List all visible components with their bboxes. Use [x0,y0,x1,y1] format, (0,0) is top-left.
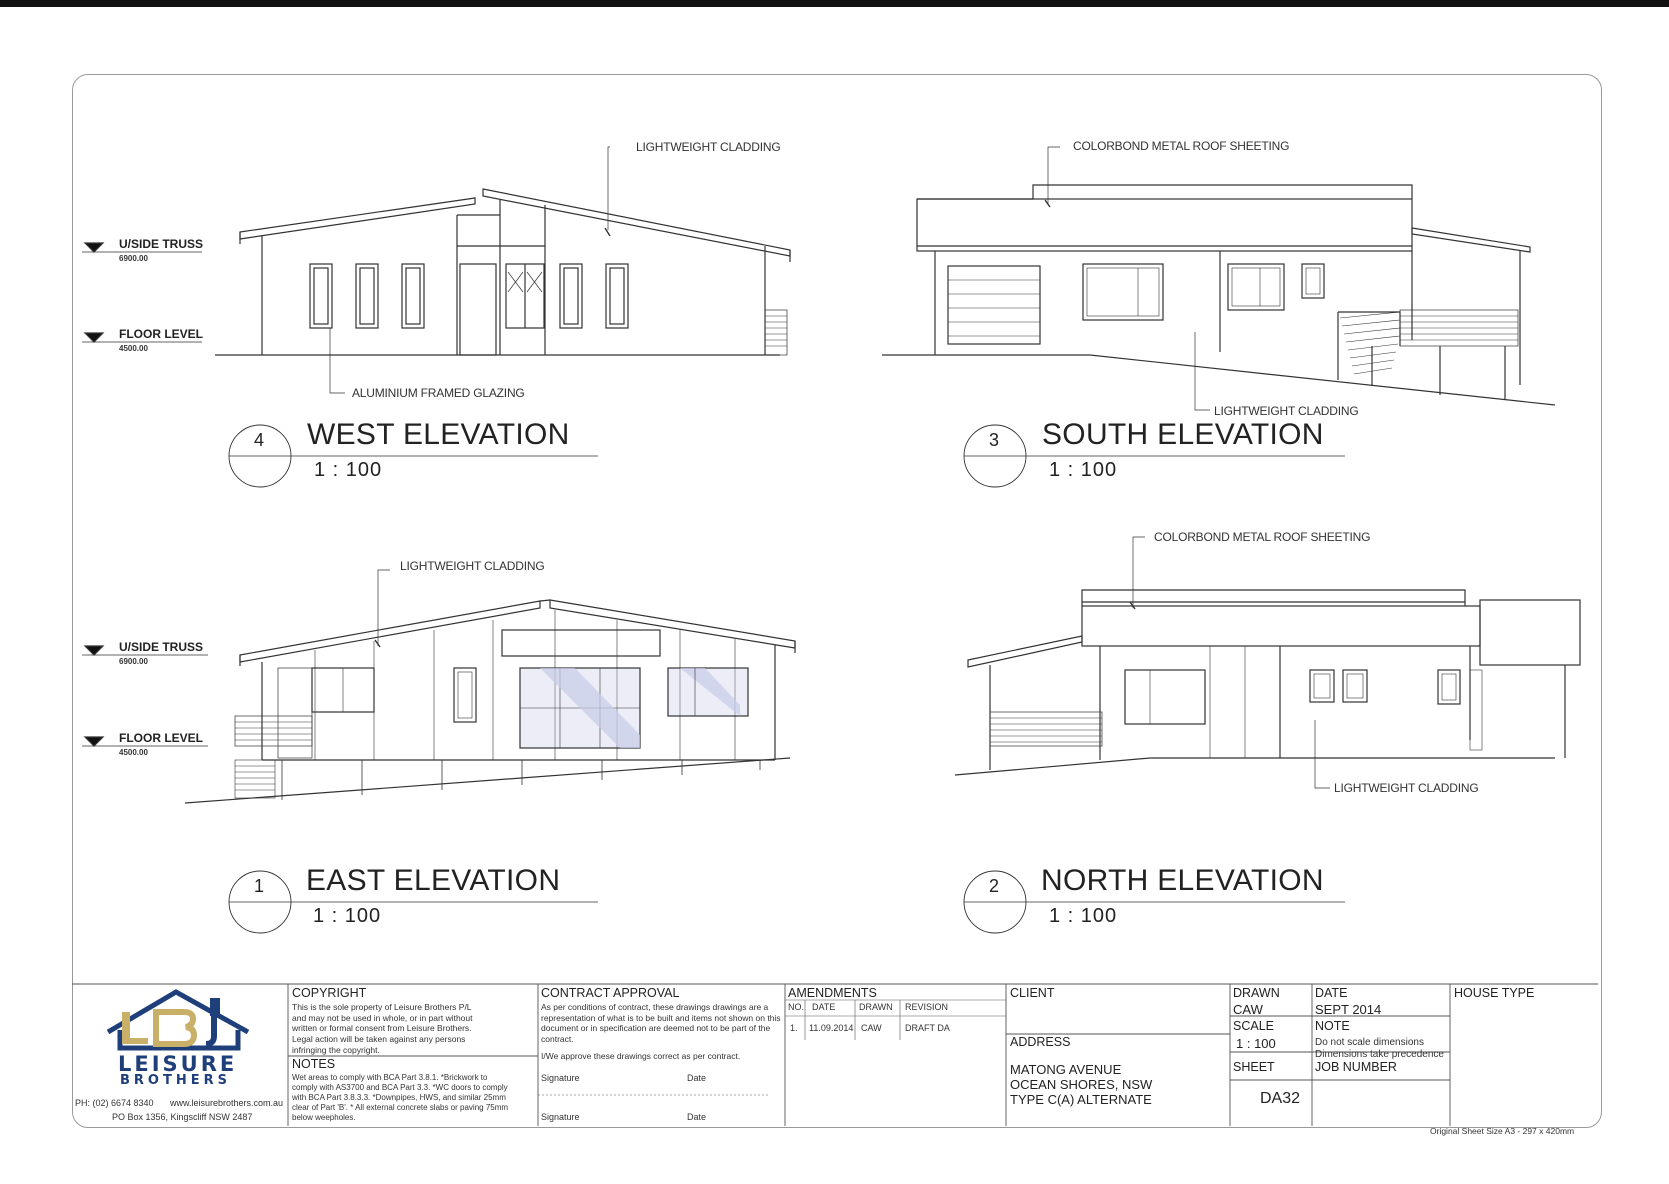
top-edge-bar [0,0,1669,7]
job-number-heading: JOB NUMBER [1315,1060,1397,1074]
amend-row-date: 11.09.2014 [809,1023,854,1033]
east-truss-level-label: U/SIDE TRUSS [119,640,204,654]
amend-row-drawn: CAW [861,1023,882,1033]
west-elevation-drawing [215,146,791,394]
west-elevation-title: WEST ELEVATION [307,418,570,451]
contract-approval-heading: CONTRACT APPROVAL [541,986,680,1000]
drawn-heading: DRAWN [1233,986,1280,1000]
south-cladding-note: LIGHTWEIGHT CLADDING [1214,404,1359,418]
amend-col-revision: REVISION [905,1002,949,1012]
drawn-value: CAW [1233,1002,1263,1017]
signature-label-2: Signature [541,1112,580,1122]
east-elevation-title: EAST ELEVATION [306,864,561,897]
copyright-text: This is the sole property of Leisure Bro… [292,1002,473,1055]
address-heading: ADDRESS [1010,1035,1071,1049]
north-elevation-number: 2 [989,876,1000,896]
contract-approval-text: As per conditions of contract, these dra… [541,1002,781,1044]
north-cladding-note: LIGHTWEIGHT CLADDING [1334,781,1479,795]
house-type-heading: HOUSE TYPE [1454,986,1535,1000]
sheet-heading: SHEET [1233,1060,1275,1074]
south-elevation-title: SOUTH ELEVATION [1042,418,1324,451]
amend-col-date: DATE [812,1002,836,1012]
west-glazing-note: ALUMINIUM FRAMED GLAZING [352,386,525,400]
date-label-1: Date [687,1073,707,1083]
drawing-sheet-border [72,74,1602,1128]
notes-text: Wet areas to comply with BCA Part 3.8.1.… [292,1073,509,1122]
client-heading: CLIENT [1010,986,1055,1000]
address-line-2: OCEAN SHORES, NSW [1010,1077,1153,1092]
amend-row-revision: DRAFT DA [905,1023,950,1033]
south-elevation-scale: 1 : 100 [1049,459,1118,481]
west-floor-level-label: FLOOR LEVEL [119,327,203,341]
address-line-3: TYPE C(A) ALTERNATE [1010,1092,1152,1107]
note-value-1: Do not scale dimensions [1315,1037,1424,1048]
west-elevation-number: 4 [254,430,265,450]
east-cladding-note: LIGHTWEIGHT CLADDING [400,559,545,573]
address-line-1: MATONG AVENUE [1010,1062,1122,1077]
company-po-box: PO Box 1356, Kingscliff NSW 2487 [112,1112,253,1122]
copyright-heading: COPYRIGHT [292,986,367,1000]
west-truss-level-label: U/SIDE TRUSS [119,237,204,251]
west-truss-level-value: 6900.00 [119,254,148,263]
scale-value: 1 : 100 [1236,1036,1276,1051]
south-elevation-number: 3 [989,430,1000,450]
east-elevation-number: 1 [254,876,265,896]
level-markers [82,242,208,747]
note-heading: NOTE [1315,1019,1350,1033]
east-elevation-scale: 1 : 100 [313,905,382,927]
amendments-heading: AMENDMENTS [788,986,877,1000]
notes-heading: NOTES [292,1057,336,1071]
company-website[interactable]: www.leisurebrothers.com.au [170,1098,284,1108]
logo-word-leisure: LEISURE [118,1052,238,1076]
original-sheet-size: Original Sheet Size A3 - 297 x 420mm [1430,1126,1575,1136]
date-heading: DATE [1315,986,1348,1000]
amend-col-no: NO. [788,1002,805,1012]
contract-approve-line: I/We approve these drawings correct as p… [541,1051,741,1061]
amend-col-drawn: DRAWN [859,1002,893,1012]
east-floor-level-value: 4500.00 [119,748,148,757]
south-roof-note: COLORBOND METAL ROOF SHEETING [1073,139,1290,153]
north-roof-note: COLORBOND METAL ROOF SHEETING [1154,530,1371,544]
logo-house-mark [106,989,250,1051]
scale-heading: SCALE [1233,1019,1274,1033]
west-cladding-note: LIGHTWEIGHT CLADDING [636,140,781,154]
west-elevation-scale: 1 : 100 [314,459,383,481]
company-phone: PH: (02) 6674 8340 [75,1098,154,1108]
west-floor-level-value: 4500.00 [119,344,148,353]
east-truss-level-value: 6900.00 [119,657,148,666]
north-elevation-drawing [954,536,1581,789]
north-elevation-scale: 1 : 100 [1049,905,1118,927]
logo-word-brothers: BROTHERS [120,1073,231,1088]
signature-label-1: Signature [541,1073,580,1083]
east-floor-level-label: FLOOR LEVEL [119,731,203,745]
date-label-2: Date [687,1112,707,1122]
south-elevation-drawing [882,146,1556,411]
sheet-value: DA32 [1260,1090,1301,1107]
amend-row-no: 1. [790,1023,798,1033]
north-elevation-title: NORTH ELEVATION [1041,864,1324,897]
title-markers [228,424,1345,934]
date-value: SEPT 2014 [1315,1002,1382,1017]
note-value-2: Dimensions take precedence [1315,1049,1444,1060]
east-elevation-drawing [184,569,796,804]
title-block-grid [72,983,1598,1126]
